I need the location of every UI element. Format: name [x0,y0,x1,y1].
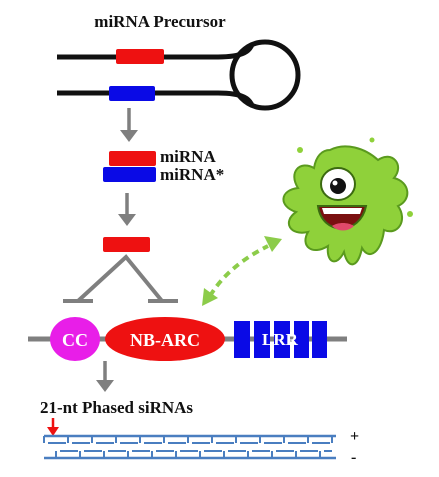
mirna-duplex: miRNA miRNA* [103,147,224,184]
red-arrow-icon [47,418,59,436]
down-arrow-icon [96,361,114,392]
mature-mirna [103,237,150,252]
mirna-strand [109,151,156,166]
phased-sirna-duplex [43,434,336,460]
mirna-label: miRNA [160,147,216,166]
inhibition-icon [63,254,178,303]
bidirectional-arrow-icon [202,236,282,306]
nbarc-domain: NB-ARC [105,317,225,361]
mirna-star-strand [103,167,156,182]
lrr-label: LRR [262,330,299,349]
precursor-title: miRNA Precursor [94,12,226,31]
mirna-segment [116,49,164,64]
lrr-domain: LRR [234,321,327,358]
down-arrow-icon [120,108,138,142]
cc-domain: CC [50,317,100,361]
down-arrow-icon [118,193,136,226]
pathogen-icon [282,137,413,266]
minus-strand-label: - [351,449,356,466]
cc-label: CC [62,330,88,350]
phased-sirnas-label: 21-nt Phased siRNAs [40,398,193,417]
nbarc-label: NB-ARC [130,330,200,350]
mirna-star-segment [109,86,155,101]
mirna-precursor [57,39,301,111]
plus-strand-label: + [350,428,359,445]
mirna-star-label: miRNA* [160,165,224,184]
